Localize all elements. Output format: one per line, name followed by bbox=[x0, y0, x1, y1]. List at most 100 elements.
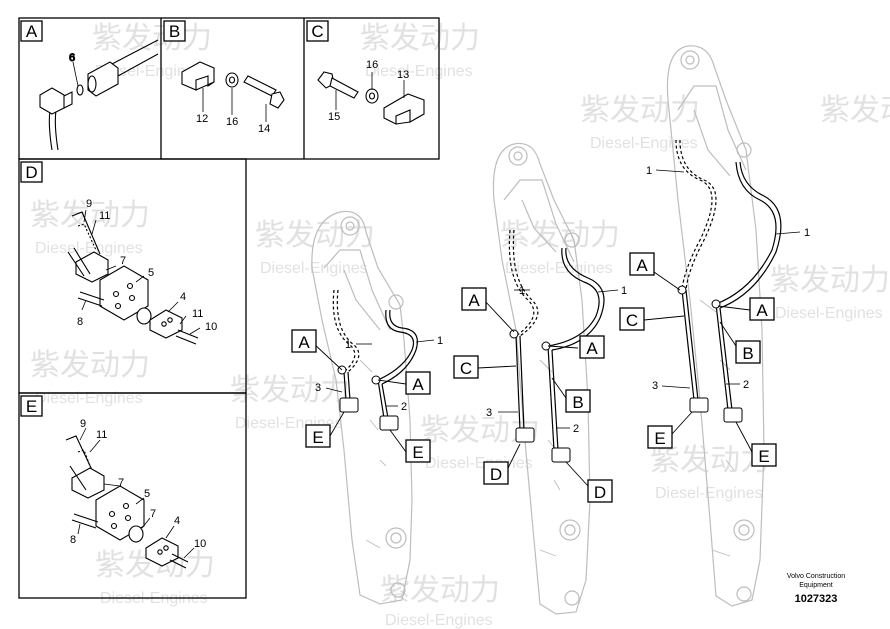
part-number: 7 bbox=[120, 255, 126, 267]
hose-number: 1 bbox=[345, 339, 351, 351]
callout-a: A bbox=[636, 256, 648, 275]
callout-a: A bbox=[756, 301, 768, 320]
callout-e: E bbox=[654, 429, 665, 448]
watermark-layer: 紫发动力 Diesel-Engines 紫发动力 Diesel-Engines … bbox=[30, 22, 890, 629]
callout-e: E bbox=[312, 428, 323, 447]
watermark-brand: 紫发动力 bbox=[360, 22, 480, 55]
footer-maker: Volvo Construction bbox=[787, 573, 845, 580]
hose-number: 2 bbox=[401, 401, 407, 413]
callout-a: A bbox=[586, 339, 598, 358]
watermark-brand: 紫发动力 bbox=[30, 349, 150, 382]
watermark-sub: Diesel-Engines bbox=[425, 455, 533, 472]
hose-number: 1 bbox=[519, 285, 525, 297]
watermark-brand: 紫发动力 bbox=[820, 94, 890, 127]
watermark-brand: 紫发动力 bbox=[255, 219, 375, 252]
watermark-brand: 紫发动力 bbox=[230, 374, 350, 407]
callouts: A A E E A A C B D D A A bbox=[291, 252, 777, 503]
part-number: 8 bbox=[70, 534, 76, 546]
callout-e: E bbox=[758, 447, 769, 466]
panel-e-drawing: 9 11 7 5 7 4 10 8 bbox=[65, 418, 206, 569]
panel-c-drawing: 16 13 15 bbox=[317, 59, 425, 125]
boom-left bbox=[311, 210, 413, 605]
part-number: 10 bbox=[205, 321, 217, 333]
panel-e-label: E bbox=[26, 397, 37, 416]
boom-right bbox=[666, 45, 765, 607]
part-number: 14 bbox=[258, 123, 270, 135]
part-number: 8 bbox=[77, 316, 83, 328]
part-number: 7 bbox=[150, 508, 156, 520]
callout-d: D bbox=[490, 465, 502, 484]
hose-number: 1 bbox=[621, 285, 627, 297]
panel-a-label: A bbox=[26, 22, 38, 41]
callout-a: A bbox=[468, 291, 480, 310]
footer-line2: Equipment bbox=[799, 582, 833, 589]
callout-c: C bbox=[460, 359, 472, 378]
panel-d-label: D bbox=[25, 163, 37, 182]
drawing-code: 1027323 bbox=[795, 593, 838, 605]
panel-e-frame bbox=[18, 392, 247, 599]
part-number: 16 bbox=[226, 116, 238, 128]
watermark-sub: Diesel-Engines bbox=[35, 390, 143, 407]
watermark-sub: Diesel-Engines bbox=[260, 260, 368, 277]
callout-d: D bbox=[594, 483, 606, 502]
hoses bbox=[332, 139, 782, 451]
watermark-sub: Diesel-Engines bbox=[385, 612, 493, 629]
panel-labels: A B C D E bbox=[20, 20, 329, 417]
hose-number: 1 bbox=[437, 335, 443, 347]
watermark-sub: Diesel-Engines bbox=[655, 485, 763, 502]
footer: Volvo Construction Equipment 1027323 bbox=[787, 573, 845, 605]
part-number: 4 bbox=[180, 291, 186, 303]
hose-number: 2 bbox=[743, 379, 749, 391]
watermark-sub: Diesel-Engines bbox=[505, 260, 613, 277]
hose-number: 3 bbox=[486, 407, 492, 419]
panel-d-drawing: 9 11 7 5 4 11 10 8 bbox=[67, 198, 217, 345]
part-number: 9 bbox=[86, 198, 92, 210]
hose-number: 3 bbox=[652, 380, 658, 392]
hose-number: 1 bbox=[646, 165, 652, 177]
part-number: 9 bbox=[80, 418, 86, 430]
part-number: 6 bbox=[69, 52, 75, 64]
callout-b: B bbox=[572, 393, 583, 412]
part-number: 16 bbox=[366, 59, 378, 71]
part-number: 11 bbox=[96, 429, 107, 441]
watermark-brand: 紫发动力 bbox=[92, 22, 212, 55]
part-number: 11 bbox=[99, 210, 110, 222]
callout-a: A bbox=[412, 375, 424, 394]
panel-a-drawing: 6 bbox=[39, 39, 159, 151]
watermark-sub: Diesel-Engines bbox=[35, 240, 143, 257]
watermark-brand: 紫发动力 bbox=[380, 574, 500, 607]
watermark-sub: Diesel-Engines bbox=[590, 135, 698, 152]
panel-b-drawing: 12 16 14 bbox=[181, 61, 285, 135]
boom-middle bbox=[492, 142, 591, 615]
callout-b: B bbox=[742, 344, 753, 363]
part-number: 11 bbox=[192, 308, 203, 320]
part-number: 15 bbox=[328, 111, 340, 123]
callout-e: E bbox=[412, 443, 423, 462]
part-number: 7 bbox=[118, 477, 124, 489]
watermark-brand: 紫发动力 bbox=[580, 94, 700, 127]
hose-number: 1 bbox=[804, 227, 810, 239]
callout-c: C bbox=[626, 311, 638, 330]
watermark-brand: 紫发动力 bbox=[500, 219, 620, 252]
part-number: 13 bbox=[397, 69, 409, 81]
watermark-brand: 紫发动力 bbox=[770, 264, 890, 297]
part-number: 5 bbox=[148, 267, 154, 279]
watermark-sub: Diesel-Engines bbox=[775, 305, 883, 322]
part-number: 12 bbox=[196, 113, 208, 125]
detail-panels bbox=[18, 17, 440, 599]
panel-b-label: B bbox=[169, 22, 180, 41]
hose-number-labels: 1 1 3 2 1 1 3 2 1 1 3 2 bbox=[315, 165, 810, 435]
panel-c-label: C bbox=[311, 22, 323, 41]
o-ring-icon bbox=[76, 84, 84, 96]
watermark-sub: Diesel-Engines bbox=[365, 63, 473, 80]
part-number: 10 bbox=[194, 538, 206, 550]
hose-number: 2 bbox=[573, 423, 579, 435]
hose-number: 3 bbox=[315, 382, 321, 394]
part-number: 5 bbox=[144, 488, 150, 500]
watermark-brand: 紫发动力 bbox=[30, 199, 150, 232]
callout-a: A bbox=[298, 333, 310, 352]
watermark-brand: 紫发动力 bbox=[650, 444, 770, 477]
watermark-sub: Diesel-Engines bbox=[95, 63, 203, 80]
part-number: 4 bbox=[174, 515, 180, 527]
